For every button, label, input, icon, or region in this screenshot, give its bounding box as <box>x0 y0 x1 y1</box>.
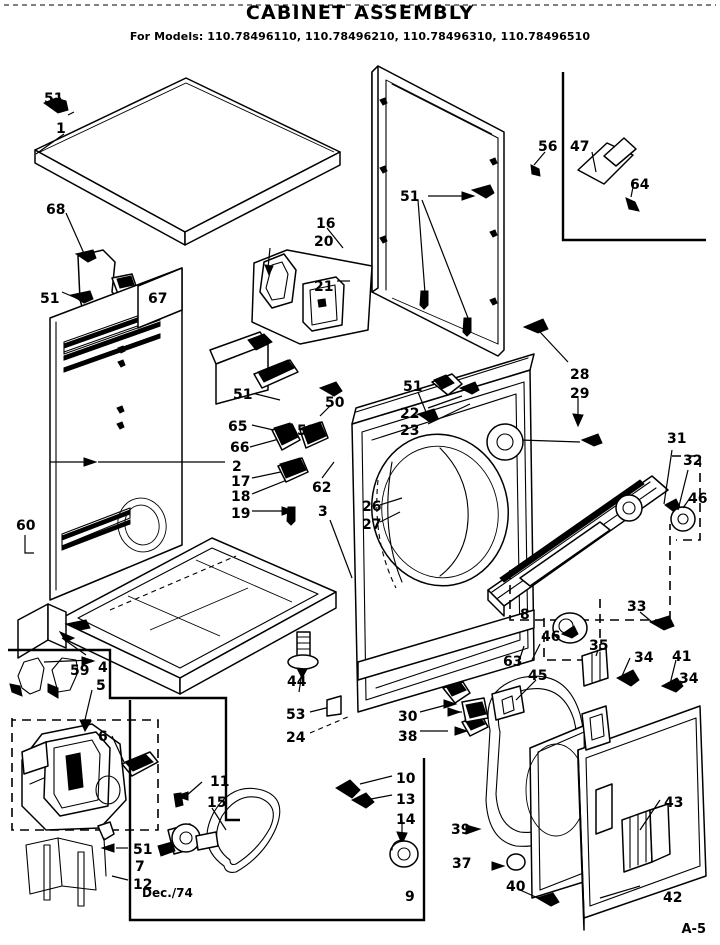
page-number: A-5 <box>681 922 706 937</box>
callout-44: 44 <box>287 674 307 690</box>
callout-62: 62 <box>312 480 332 496</box>
callout-60: 60 <box>16 518 36 534</box>
belt-idler-group <box>128 700 426 922</box>
callout-37: 37 <box>452 856 472 872</box>
callout-63: 63 <box>503 654 523 670</box>
callout-19: 19 <box>231 506 251 522</box>
control-housing-part <box>251 227 373 345</box>
screw-44 <box>287 631 319 693</box>
callout-34: 34 <box>679 671 699 687</box>
door-assembly-part <box>485 675 707 931</box>
page-title: CABINET ASSEMBLY <box>245 2 475 24</box>
callout-29: 29 <box>570 386 590 402</box>
callout-20: 20 <box>314 234 334 250</box>
callout-3: 3 <box>318 504 328 520</box>
callout-11: 11 <box>210 774 230 790</box>
callout-28: 28 <box>570 367 590 383</box>
callout-2: 2 <box>232 459 242 475</box>
callout-42: 42 <box>663 890 683 906</box>
callout-41: 41 <box>672 649 692 665</box>
callout-51: 51 <box>133 842 153 858</box>
callout-67: 67 <box>148 291 168 307</box>
callout-35: 35 <box>589 638 609 654</box>
callout-38: 38 <box>398 729 418 745</box>
callout-51: 51 <box>297 423 317 439</box>
callout-51: 51 <box>403 379 423 395</box>
callout-10: 10 <box>396 771 416 787</box>
inset-detail-box <box>530 72 706 242</box>
callout-64: 64 <box>630 177 650 193</box>
door-latch-cluster <box>543 596 601 661</box>
callout-51: 51 <box>233 387 253 403</box>
callout-27: 27 <box>362 517 382 533</box>
callout-26: 26 <box>362 499 382 515</box>
callout-66: 66 <box>230 440 250 456</box>
date-code: Dec./74 <box>142 886 193 900</box>
callout-51: 51 <box>44 91 64 107</box>
top-panel-part <box>34 77 341 246</box>
base-panel-part <box>57 537 337 695</box>
callout-14: 14 <box>396 812 416 828</box>
callout-51: 51 <box>40 291 60 307</box>
callout-43: 43 <box>664 795 684 811</box>
callout-23: 23 <box>400 423 420 439</box>
callout-30: 30 <box>398 709 418 725</box>
callout-56: 56 <box>538 139 558 155</box>
callout-34: 34 <box>634 650 654 666</box>
callout-6: 6 <box>98 729 108 745</box>
callout-22: 22 <box>400 406 420 422</box>
callout-5: 5 <box>96 678 106 694</box>
models-line: For Models: 110.78496110, 110.78496210, … <box>129 30 591 43</box>
callout-17: 17 <box>231 474 251 490</box>
callout-31: 31 <box>667 431 687 447</box>
callout-32: 32 <box>683 453 703 469</box>
callout-9: 9 <box>405 889 415 905</box>
side-cabinet-panel <box>49 267 183 601</box>
callout-8: 8 <box>520 607 530 623</box>
callout-13: 13 <box>396 792 416 808</box>
rear-access-panel <box>371 65 505 357</box>
callout-18: 18 <box>231 489 251 505</box>
callout-46: 46 <box>541 629 561 645</box>
callout-50: 50 <box>325 395 345 411</box>
callout-39: 39 <box>451 822 471 838</box>
callout-15: 15 <box>207 795 227 811</box>
callout-21: 21 <box>314 279 334 295</box>
callout-16: 16 <box>316 216 336 232</box>
callout-40: 40 <box>506 879 526 895</box>
callout-68: 68 <box>46 202 66 218</box>
callout-53: 53 <box>286 707 306 723</box>
callout-12: 12 <box>133 877 153 893</box>
console-panel-part <box>487 449 701 621</box>
callout-24: 24 <box>286 730 306 746</box>
callout-47: 47 <box>570 139 590 155</box>
callout-4: 4 <box>98 660 108 676</box>
callout-45: 45 <box>528 668 548 684</box>
callout-65: 65 <box>228 419 248 435</box>
motor-assembly-group <box>8 648 240 907</box>
callout-1: 1 <box>56 121 66 137</box>
callout-46: 46 <box>688 491 708 507</box>
callout-7: 7 <box>135 859 145 875</box>
callout-51: 51 <box>400 189 420 205</box>
callout-59: 59 <box>70 663 90 679</box>
callout-33: 33 <box>627 599 647 615</box>
